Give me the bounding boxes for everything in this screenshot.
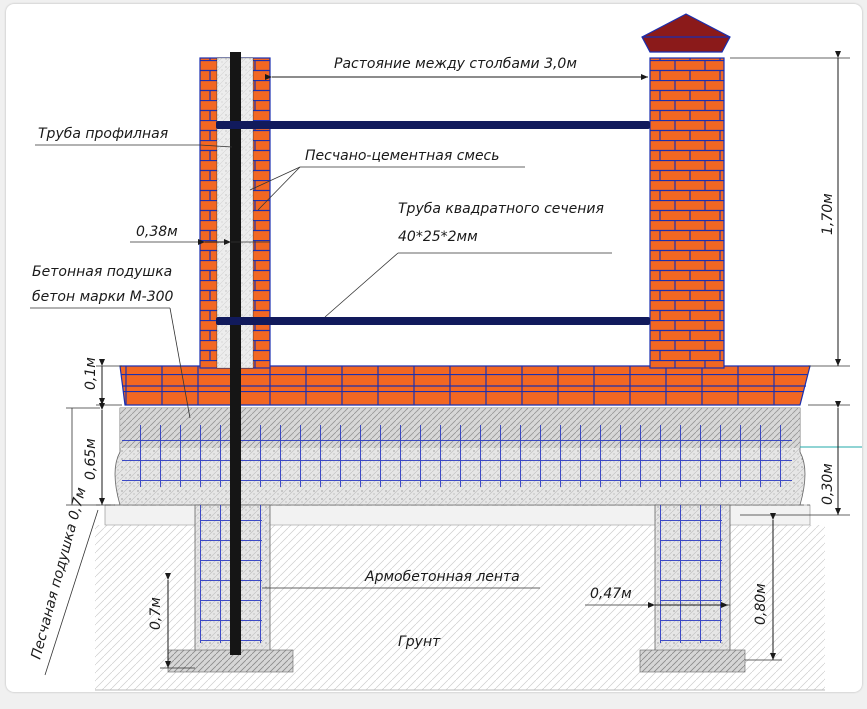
horizontal-rails (216, 121, 650, 325)
label-dim-038: 0,38м (136, 224, 178, 240)
diagram-frame: Растояние между столбами 3,0м Труба проф… (6, 4, 862, 692)
label-dim-01: 0,1м (83, 357, 99, 390)
fence-foundation-diagram: Растояние между столбами 3,0м Труба проф… (28, 13, 862, 691)
callout-square-pipe: Труба квадратного сечения 40*25*2мм (324, 201, 612, 318)
profile-pipe (230, 52, 241, 655)
brick-plinth (119, 365, 811, 406)
label-dim-080: 0,80м (753, 583, 769, 625)
label-profile-pipe: Труба профилная (38, 126, 168, 142)
dim-07: 0,7м (148, 573, 195, 669)
dim-038: 0,38м (130, 224, 270, 245)
dim-distance: Растояние между столбами 3,0м (265, 56, 648, 80)
label-dim-170: 1,70м (820, 193, 836, 235)
label-dim-065: 0,65м (83, 438, 99, 480)
dim-080: 0,80м (745, 513, 782, 661)
label-concrete-grade: бетон марки М-300 (32, 289, 174, 305)
dim-030: 0,30м (740, 401, 850, 516)
dim-01: 0,1м (83, 357, 122, 406)
label-dim-07: 0,7м (148, 597, 164, 630)
label-armobeton: Армобетонная лента (364, 569, 520, 585)
dim-065: 0,65м (83, 403, 115, 506)
label-dim-030: 0,30м (820, 463, 836, 505)
callout-armobeton: Армобетонная лента (262, 569, 540, 589)
label-concrete-pad: Бетонная подушка (32, 264, 172, 280)
label-square-pipe-size: 40*25*2мм (398, 229, 478, 245)
callout-profile-pipe: Труба профилная (35, 126, 233, 148)
callout-sand-cement: Песчано-цементная смесь (249, 148, 525, 211)
callout-concrete-pad: Бетонная подушка бетон марки М-300 (30, 264, 191, 419)
label-sand-cement: Песчано-цементная смесь (305, 148, 500, 164)
dim-047: 0,47м (585, 586, 730, 608)
label-ground: Грунт (398, 634, 441, 650)
label-sand-pad: Песчаная подушка 0,7м (28, 485, 89, 661)
label-square-pipe: Труба квадратного сечения (398, 201, 604, 217)
pillar-cap (641, 13, 731, 53)
right-brick-pillar (641, 13, 731, 369)
label-distance: Растояние между столбами 3,0м (334, 56, 577, 72)
label-dim-047: 0,47м (590, 586, 632, 602)
dim-170: 1,70м (730, 51, 850, 367)
